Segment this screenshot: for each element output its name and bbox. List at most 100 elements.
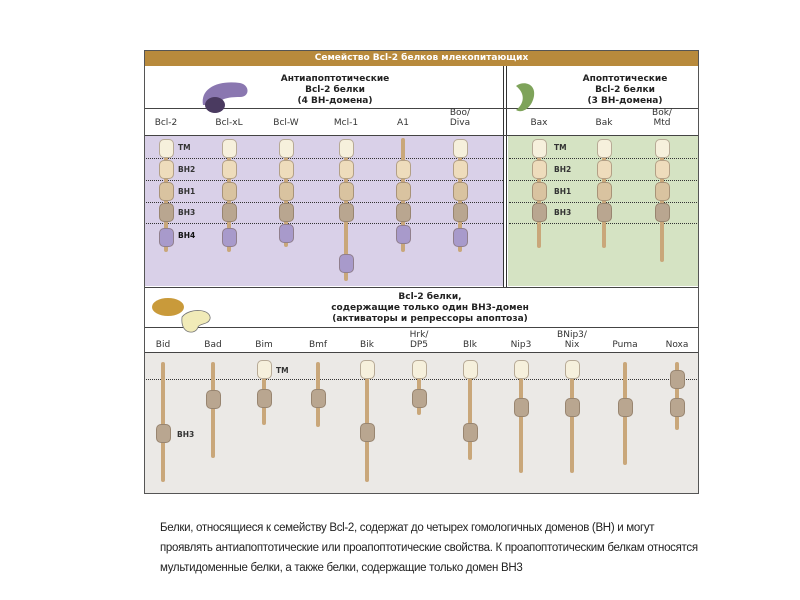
- pro-title: Апоптотические Bcl-2 белки (3 ВН-домена): [560, 74, 690, 107]
- domain-bh1: [531, 182, 547, 201]
- anti-protein-icon: [202, 82, 248, 113]
- protein-name: Diva: [449, 118, 471, 128]
- domain-bh3: [155, 424, 171, 443]
- dotted-guide: [146, 202, 503, 203]
- domain-bh3: [221, 203, 237, 222]
- domain-bh3: [669, 370, 685, 389]
- domain-bh3: [205, 390, 221, 409]
- domain-bh4: [395, 225, 411, 244]
- divider: [145, 327, 698, 328]
- domain-tm: [654, 139, 670, 158]
- domain-bh4: [221, 228, 237, 247]
- protein-name: Mcl-1: [333, 118, 359, 128]
- domain-tm: [596, 139, 612, 158]
- domain-bh3: [669, 398, 685, 417]
- domain-bh1: [158, 182, 174, 201]
- dotted-guide: [146, 223, 503, 224]
- domain-bh3: [596, 203, 612, 222]
- domain-bh1: [338, 182, 354, 201]
- domain-bh4: [338, 254, 354, 273]
- domain-bh3: [654, 203, 670, 222]
- domain-label-bh3: BH3: [177, 430, 195, 439]
- title-line: Bcl-2 белки,: [398, 292, 462, 302]
- domain-bh2: [654, 160, 670, 179]
- domain-bh3: [462, 423, 478, 442]
- pro-protein-icon: [516, 83, 535, 112]
- protein-name: Bcl-W: [273, 118, 299, 128]
- protein-backbone: [417, 362, 421, 415]
- protein-backbone: [365, 362, 369, 482]
- protein-name: Bok/: [652, 108, 672, 118]
- protein-name: DP5: [409, 340, 429, 350]
- protein-backbone: [211, 362, 215, 458]
- domain-bh2: [596, 160, 612, 179]
- title-line: Bcl-2 белки: [595, 85, 655, 95]
- title-line: (3 ВН-домена): [587, 96, 663, 106]
- domain-label-bh2: BH2: [178, 165, 196, 174]
- protein-backbone: [468, 362, 472, 460]
- anti-region: [145, 136, 503, 286]
- domain-label-tm: TM: [178, 143, 191, 152]
- divider: [145, 287, 698, 288]
- protein-name: Hrk/: [409, 330, 429, 340]
- protein-backbone: [675, 362, 679, 430]
- domain-bh3: [564, 398, 580, 417]
- domain-tm: [462, 360, 478, 379]
- domain-bh4: [158, 228, 174, 247]
- protein-name: BNip3/: [557, 330, 587, 340]
- domain-tm: [221, 139, 237, 158]
- domain-label-tm: TM: [554, 143, 567, 152]
- domain-label-bh2: BH2: [554, 165, 572, 174]
- domain-label-bh4: BH4: [178, 231, 196, 240]
- domain-tm: [564, 360, 580, 379]
- domain-bh2: [395, 160, 411, 179]
- protein-name: Bad: [204, 340, 222, 350]
- protein-name: Bcl-xL: [215, 118, 243, 128]
- domain-bh1: [221, 182, 237, 201]
- protein-name: Bcl-2: [154, 118, 178, 128]
- domain-bh1: [278, 182, 294, 201]
- divider: [145, 108, 698, 109]
- protein-name: Nix: [564, 340, 580, 350]
- domain-bh2: [221, 160, 237, 179]
- title-line: Антиапоптотические: [280, 74, 390, 84]
- domain-tm: [256, 360, 272, 379]
- domain-bh3: [411, 389, 427, 408]
- protein-name: Puma: [612, 340, 638, 350]
- title-line: Апоптотические: [582, 74, 668, 84]
- domain-label-bh3: BH3: [554, 208, 572, 217]
- bh3-protein-icon: [152, 298, 211, 333]
- domain-bh3: [158, 203, 174, 222]
- figure-caption: Белки, относящиеся к семейству Bcl-2, со…: [160, 522, 698, 574]
- domain-label-bh1: BH1: [178, 187, 196, 196]
- protein-name: Bmf: [308, 340, 328, 350]
- domain-bh3: [359, 423, 375, 442]
- domain-bh2: [338, 160, 354, 179]
- domain-tm: [411, 360, 427, 379]
- diagram-header: Семейство Bcl-2 белков млекопитающих: [145, 51, 698, 66]
- domain-bh2: [278, 160, 294, 179]
- domain-bh3: [256, 389, 272, 408]
- divider: [145, 352, 698, 353]
- title-line: (активаторы и репрессоры апоптоза): [332, 314, 528, 324]
- section-divider: [503, 66, 507, 288]
- domain-bh2: [158, 160, 174, 179]
- diagram-frame: [144, 50, 699, 494]
- protein-name: Bim: [255, 340, 273, 350]
- domain-bh2: [531, 160, 547, 179]
- domain-tm: [452, 139, 468, 158]
- protein-name: Noxa: [665, 340, 689, 350]
- domain-bh4: [452, 228, 468, 247]
- domain-bh3: [338, 203, 354, 222]
- protein-name: Mtd: [653, 118, 671, 128]
- domain-tm: [359, 360, 375, 379]
- protein-backbone: [519, 362, 523, 473]
- protein-name: Blk: [463, 340, 477, 350]
- protein-name: Bid: [155, 340, 171, 350]
- domain-label-bh1: BH1: [554, 187, 572, 196]
- title-line: Bcl-2 белки: [305, 85, 365, 95]
- domain-tm: [158, 139, 174, 158]
- domain-bh3: [310, 389, 326, 408]
- protein-name: Boo/: [449, 108, 471, 118]
- bh3-title: Bcl-2 белки, содержащие только один ВН3-…: [300, 292, 560, 325]
